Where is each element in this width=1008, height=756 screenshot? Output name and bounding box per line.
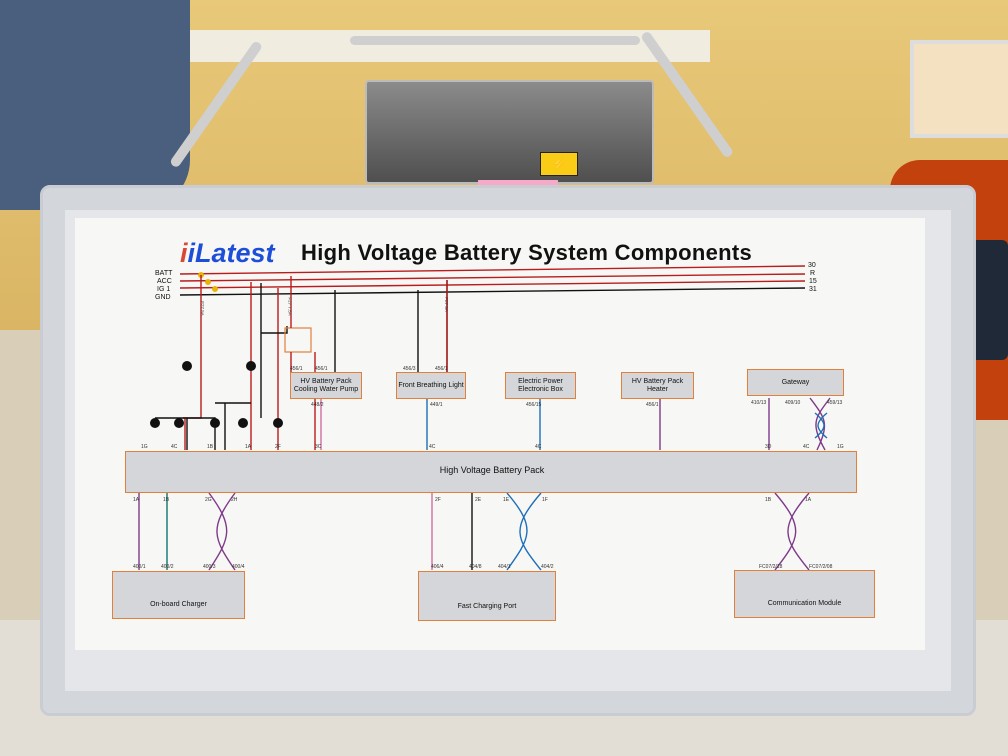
component-cooling-pump: HV Battery Pack Cooling Water Pump <box>290 372 362 399</box>
connector-dots <box>150 361 283 428</box>
pin-label: 1E <box>503 497 510 503</box>
wire-gateway-twist-blue <box>814 412 828 439</box>
rail-label-31: 31 <box>809 286 817 293</box>
component-communication-module: Communication Module <box>734 570 875 618</box>
page-title: High Voltage Battery System Components <box>301 240 753 265</box>
rail-junction <box>205 279 211 285</box>
rail-label-30: 30 <box>808 262 816 269</box>
component-onboard-charger: On-board Charger <box>112 571 245 619</box>
fuse-label: F27 5A <box>199 301 205 316</box>
component-power-box: Electric Power Electronic Box <box>505 372 576 399</box>
pin-label: 4C <box>803 444 810 450</box>
wire-number: 400/2 <box>161 564 174 570</box>
wire-number: 456/1 <box>315 366 328 372</box>
wire-comm-twist <box>774 492 810 571</box>
rail-acc <box>179 273 806 282</box>
wire-number: 410/13 <box>751 400 767 406</box>
wire-number: 459/13 <box>827 400 843 406</box>
wire-number: FC07/2/08 <box>809 564 833 570</box>
person-jacket <box>0 0 190 210</box>
wire-relay-2 <box>260 283 288 418</box>
component-gateway: Gateway <box>747 369 844 396</box>
rail-label-batt: BATT <box>155 270 173 277</box>
battery-module <box>365 80 654 184</box>
component-battery-pack: High Voltage Battery Pack <box>125 451 857 493</box>
pin-label: 4C <box>429 444 436 450</box>
fuse-label: F27 5A <box>443 297 449 312</box>
wire-number: 404/8 <box>469 564 482 570</box>
wire-number: 406/4 <box>431 564 444 570</box>
wire-number: FC07/2/18 <box>759 564 783 570</box>
pin-label: 2H <box>231 497 238 503</box>
pin-label: 1A <box>245 444 252 450</box>
onboard-charger-label: On-board Charger <box>150 601 207 608</box>
rail-label-acc: ACC <box>157 278 172 285</box>
fuse-label: F27 7.5A <box>287 297 293 316</box>
wiring-diagram <box>138 265 831 571</box>
pin-label: 1A <box>805 497 812 503</box>
pin-label: 1B <box>765 497 772 503</box>
wire-number: 409/10 <box>785 400 801 406</box>
pin-label: 4C <box>535 444 542 450</box>
pin-label: 1G <box>141 444 148 450</box>
pin-label: 1B <box>207 444 214 450</box>
wire-breath <box>417 280 448 373</box>
wire-number: 404/2 <box>541 564 554 570</box>
wire-gateway-twist <box>809 397 831 451</box>
wire-number: 400/1 <box>133 564 146 570</box>
component-fast-charging-port: Fast Charging Port <box>418 571 556 621</box>
wall-trim <box>150 30 710 62</box>
wire-cooling <box>290 276 316 450</box>
high-voltage-warning-icon: ⚡ <box>540 152 578 176</box>
wire-number: 456/3 <box>403 366 416 372</box>
rail-junction <box>212 286 218 292</box>
rail-batt <box>179 265 806 275</box>
wire-number: 456/15 <box>526 402 542 408</box>
pin-label: 1A <box>133 497 140 503</box>
cart-rail-top <box>350 36 640 45</box>
pin-label: 1B <box>163 497 170 503</box>
pin-label: 1G <box>837 444 844 450</box>
rail-label-gnd: GND <box>155 294 171 301</box>
wire-number: 404/1 <box>498 564 511 570</box>
rail-gnd <box>179 287 806 296</box>
pin-label: 4C <box>171 444 178 450</box>
wire-number: 456/1 <box>290 366 303 372</box>
pin-label: 3D <box>765 444 772 450</box>
component-pack-heater: HV Battery Pack Heater <box>621 372 694 399</box>
wire-charger-twist <box>208 492 236 571</box>
wire-number: 400/4 <box>232 564 245 570</box>
wire-fast-twist <box>506 492 542 571</box>
relay-box <box>284 327 312 353</box>
rail-label-r: R <box>810 270 816 277</box>
rail-label-15: 15 <box>809 278 817 285</box>
rail-label-ig1: IG 1 <box>157 286 171 293</box>
pin-label: 2F <box>435 497 441 503</box>
brand-text: iLatest <box>187 238 275 268</box>
wire-gnd-drop-2 <box>215 402 251 450</box>
pin-label: 3C <box>315 444 322 450</box>
window <box>910 40 1008 138</box>
communication-module-label: Communication Module <box>767 600 842 607</box>
battery-pack-label: High Voltage Battery Pack <box>439 465 545 475</box>
pin-label: 2G <box>205 497 212 503</box>
pin-label: 2E <box>475 497 482 503</box>
component-breathing-light: Front Breathing Light <box>396 372 466 399</box>
wire-number: 456/1 <box>646 402 659 408</box>
wire-number: 400/3 <box>203 564 216 570</box>
pin-label: 1F <box>542 497 548 503</box>
pin-label: 2F <box>275 444 281 450</box>
schematic-board: iiLatest High Voltage Battery System Com… <box>75 218 925 650</box>
wire-number: 449/1 <box>430 402 443 408</box>
rail-ig1 <box>179 280 806 289</box>
wire-number: 448/2 <box>311 402 324 408</box>
brand-logo: iiLatest <box>180 238 275 268</box>
fast-charging-port-label: Fast Charging Port <box>457 603 517 610</box>
wire-number: 456/1 <box>435 366 448 372</box>
